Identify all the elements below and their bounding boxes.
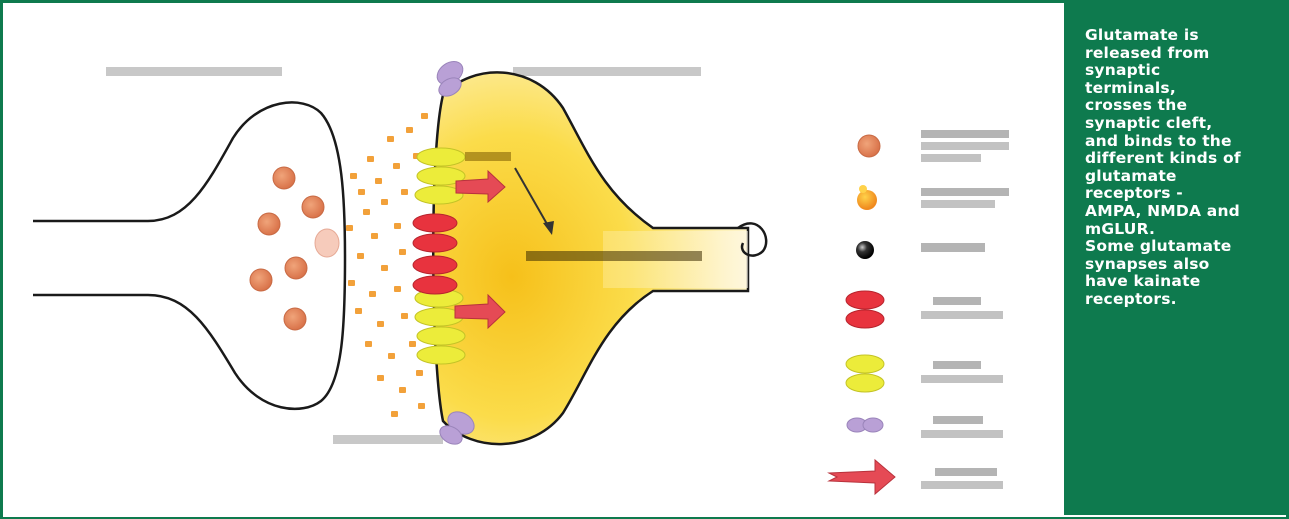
legend-label-ampa (921, 361, 1003, 383)
glutamate-vesicle-icon (857, 134, 881, 158)
glutamate-molecules (346, 113, 428, 417)
caption-panel: Glutamate is released from synaptic term… (1064, 3, 1286, 515)
current-label (465, 152, 511, 161)
nmda-receptor-icon (845, 290, 885, 329)
synaptic-cleft-label (333, 435, 443, 444)
presynaptic-label (106, 67, 282, 76)
postsynaptic-label (513, 67, 701, 76)
legend-label-molecule (921, 188, 1009, 208)
mglur-receptor-icon (846, 417, 884, 433)
legend-label-mg (921, 243, 985, 252)
mglur-receptors (436, 61, 475, 445)
legend-label-mglur (921, 416, 1003, 438)
legend (827, 130, 1009, 496)
current-arrows (454, 169, 506, 330)
presynaptic-terminal (33, 101, 347, 411)
legend-label-nmda (921, 297, 1003, 319)
legend-label-current (921, 468, 1003, 489)
current-pointer-arrow (514, 167, 552, 232)
mg-ion-icon (856, 241, 874, 259)
current-pointer-head (543, 221, 554, 235)
depolarisation-label (526, 251, 702, 261)
dendrite-end (737, 222, 768, 257)
synapse-diagram (3, 3, 1064, 513)
nmda-receptors (412, 213, 458, 295)
ampa-receptors (414, 147, 466, 365)
ampa-receptor-icon (845, 354, 885, 393)
caption-text: Glutamate is released from synaptic term… (1085, 26, 1241, 308)
synaptic-vesicles (249, 166, 340, 331)
current-arrow-icon (827, 458, 896, 496)
legend-label-vesicle (921, 130, 1009, 162)
glutamate-molecule-icon (857, 185, 877, 210)
